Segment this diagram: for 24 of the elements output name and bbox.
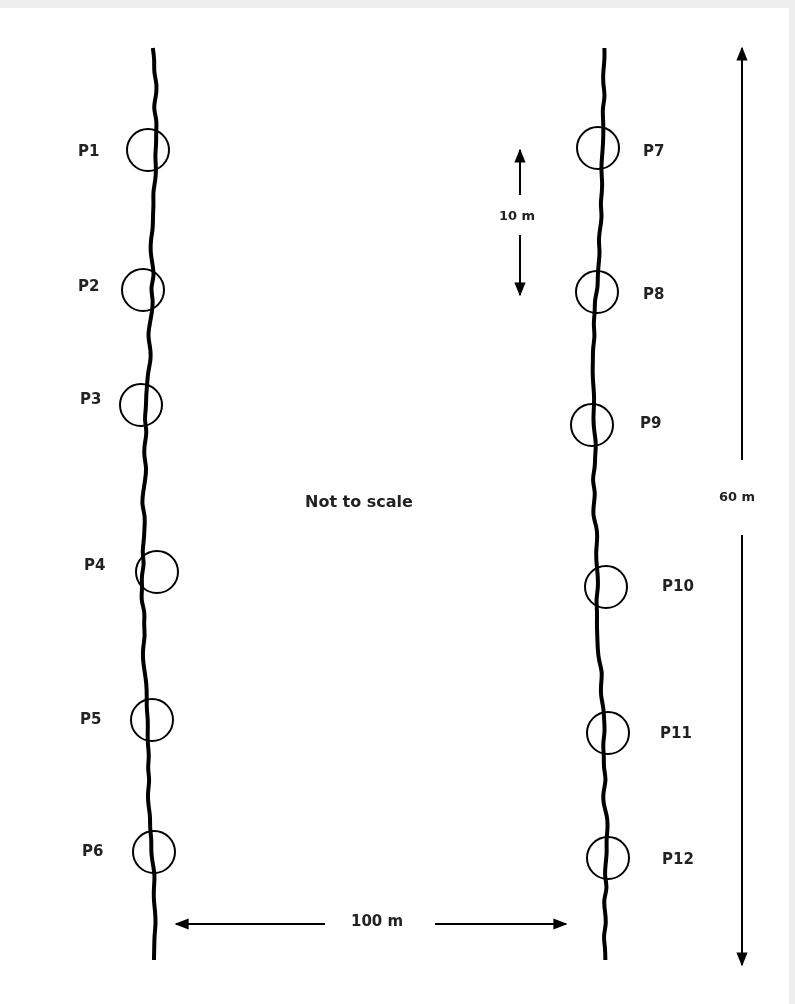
plot-circle [586, 836, 630, 880]
plot-circle [132, 830, 176, 874]
plot-circle [119, 383, 163, 427]
plot-label: P1 [78, 142, 100, 160]
plot-circle [126, 128, 170, 172]
plot-label: P12 [662, 850, 694, 868]
plot-circle [121, 268, 165, 312]
plot-label: P2 [78, 277, 100, 295]
plot-circle [576, 126, 620, 170]
plot-label: P10 [662, 577, 694, 595]
plot-circle [135, 550, 179, 594]
plot-label: P11 [660, 724, 692, 742]
plot-circle [584, 565, 628, 609]
plot-label: P3 [80, 390, 102, 408]
plot-label: P5 [80, 710, 102, 728]
plot-label: P9 [640, 414, 662, 432]
plot-circle [575, 270, 619, 314]
plot-label: P7 [643, 142, 665, 160]
plot-circle [586, 711, 630, 755]
plot-label: P6 [82, 842, 104, 860]
plot-circle [130, 698, 174, 742]
plot-label: P8 [643, 285, 665, 303]
plot-circle [570, 403, 614, 447]
plot-label: P4 [84, 556, 106, 574]
